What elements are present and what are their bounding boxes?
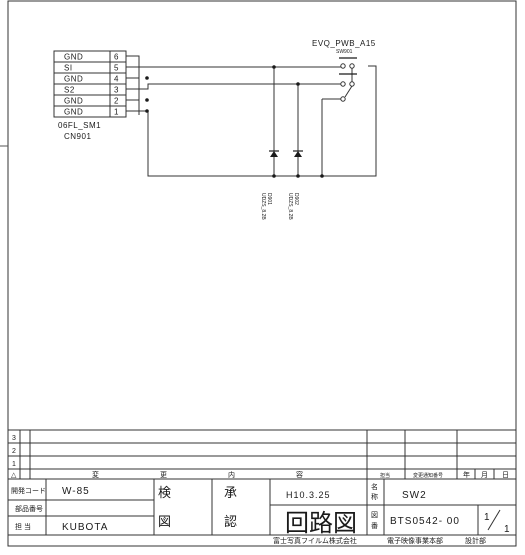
footer-division: 電子映像事業本部 <box>387 536 443 545</box>
drawing-label-2: 番 <box>371 522 378 530</box>
connector-pin-name: GND <box>64 97 83 106</box>
junction <box>145 109 149 113</box>
revision-header-month: 月 <box>481 471 488 479</box>
revision-row-1: 1 <box>12 461 16 468</box>
person-label: 担 当 <box>15 522 31 531</box>
connector-pin-name: GND <box>64 108 83 117</box>
drawing-title: 回路図 <box>285 510 357 537</box>
name-value: SW2 <box>402 490 427 501</box>
switch-part-label: EVQ_PWB_A15 <box>312 39 376 48</box>
junctions <box>145 65 324 178</box>
junction <box>272 174 276 178</box>
diode-symbol <box>294 151 302 157</box>
connector-pin-number: 2 <box>114 97 119 106</box>
diode-d901 <box>269 150 279 157</box>
switch-ref-label: SW901 <box>336 49 353 55</box>
sheet-number: 1 <box>484 512 491 523</box>
switch-contact <box>340 81 346 87</box>
junction <box>320 174 324 178</box>
revision-header-person: 担当 <box>380 472 390 479</box>
date-value: H10.3.25 <box>286 490 331 500</box>
check-label-1: 検 <box>158 485 171 500</box>
switch-contact <box>349 81 355 87</box>
revision-header-year: 年 <box>463 470 470 479</box>
wires <box>126 55 377 177</box>
connector-ref-label: CN901 <box>64 132 91 141</box>
diode-d901-part: UDZS_8.2B <box>260 193 266 220</box>
connector-pin-number: 3 <box>114 86 119 95</box>
connector-pin-number: 6 <box>114 53 119 62</box>
wire-gnd-loop <box>139 65 377 177</box>
footer-company: 富士写真フイルム株式会社 <box>273 536 357 545</box>
drawing-label-1: 図 <box>371 511 378 519</box>
diode-d901-ref: D901 <box>266 193 272 205</box>
footer-dept: 設計部 <box>465 536 486 545</box>
connector-pin-number: 4 <box>114 75 119 84</box>
person-value: KUBOTA <box>62 522 108 533</box>
sheet-slash <box>487 509 501 531</box>
name-label-1: 名 <box>371 482 378 491</box>
connector-pin-name: S2 <box>64 86 75 95</box>
dev-code-value: W-85 <box>62 486 90 497</box>
sheet-total: 1 <box>504 524 511 535</box>
approve-label-1: 承 <box>224 485 237 500</box>
switch-lever <box>344 85 353 98</box>
revision-mark-header: △ <box>11 472 17 479</box>
junction <box>145 76 149 80</box>
revision-row-3: 3 <box>12 435 16 442</box>
connector-pin-name: GND <box>64 53 83 62</box>
approve-label-2: 認 <box>224 514 237 529</box>
revision-header-day: 日 <box>502 471 509 479</box>
wire-s2-a <box>126 83 300 90</box>
connector-pin-number: 5 <box>114 64 119 73</box>
switch-contact <box>349 63 355 69</box>
dev-code-label: 開発コード <box>11 486 46 495</box>
switch-sw901: EVQ_PWB_A15 SW901 <box>312 39 376 102</box>
junction <box>272 65 276 69</box>
junction <box>145 98 149 102</box>
connector-pin-name: GND <box>64 75 83 84</box>
junction <box>296 82 300 86</box>
connector-part-label: 06FL_SM1 <box>58 121 101 130</box>
revision-row-2: 2 <box>12 448 16 455</box>
revision-header-more: 更 <box>160 471 167 479</box>
junction <box>296 174 300 178</box>
diode-symbol <box>270 151 278 157</box>
diode-d902 <box>293 150 303 157</box>
check-label-2: 図 <box>158 514 171 529</box>
revision-block <box>8 429 516 480</box>
connector-pin-name: SI <box>64 64 73 73</box>
connector-pin-number: 1 <box>114 108 119 117</box>
name-label-2: 称 <box>371 492 378 501</box>
switch-contact <box>340 63 346 69</box>
title-block-grid <box>8 479 516 547</box>
revision-header-content: 容 <box>296 470 303 479</box>
revision-header-notice: 変更通知番号 <box>413 472 443 479</box>
sheet-border <box>7 0 517 547</box>
part-no-label: 部品番号 <box>15 504 43 513</box>
wire-gnd-bus <box>126 55 140 115</box>
diode-d902-part: UDZS_8.2B <box>287 193 293 220</box>
revision-header-change: 変 <box>92 470 99 479</box>
switch-contact <box>340 96 346 102</box>
revision-header-inner: 内 <box>228 470 235 479</box>
diode-d902-ref: D902 <box>293 193 299 205</box>
drawing-no-value: BTS0542- 00 <box>390 516 460 527</box>
